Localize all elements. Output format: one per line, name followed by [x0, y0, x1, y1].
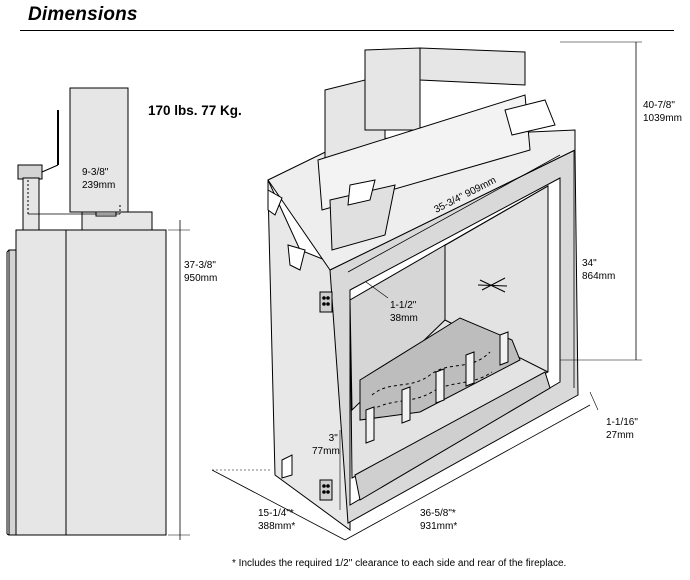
trim-side-imperial: 1-1/2"	[390, 300, 417, 311]
side-height-metric: 950mm	[184, 273, 218, 284]
flue-offset-metric: 239mm	[82, 180, 116, 191]
bottom-trim-metric: 27mm	[606, 430, 634, 441]
page-title: Dimensions	[28, 4, 138, 25]
base-trim-metric: 77mm	[312, 446, 340, 457]
opening-height-metric: 864mm	[582, 271, 616, 282]
perspective-view	[211, 41, 642, 541]
width-metric: 931mm*	[420, 521, 458, 532]
base-trim-label: 3" 77mm	[312, 432, 340, 458]
width-label: 36-5/8"* 931mm*	[420, 507, 457, 533]
overall-height-imperial: 40-7/8"	[643, 100, 675, 111]
weight-label: 170 lbs. 77 Kg.	[148, 103, 242, 118]
side-height-label: 37-3/8" 950mm	[184, 259, 217, 285]
bottom-trim-imperial: 1-1/16"	[606, 417, 638, 428]
base-trim-imperial: 3"	[328, 433, 338, 444]
opening-height-imperial: 34"	[582, 258, 597, 269]
trim-side-metric: 38mm	[390, 313, 418, 324]
bottom-trim-label: 1-1/16" 27mm	[606, 416, 638, 442]
overall-height-metric: 1039mm	[643, 113, 682, 124]
side-height-imperial: 37-3/8"	[184, 260, 216, 271]
title-rule	[20, 30, 674, 31]
depth-metric: 388mm*	[258, 521, 296, 532]
overall-height-label: 40-7/8" 1039mm	[643, 99, 682, 125]
side-view	[6, 87, 190, 540]
width-imperial: 36-5/8"*	[420, 508, 456, 519]
depth-label: 15-1/4"* 388mm*	[258, 507, 295, 533]
flue-offset-imperial: 9-3/8"	[82, 167, 109, 178]
opening-height-label: 34" 864mm	[582, 257, 615, 283]
trim-side-label: 1-1/2" 38mm	[390, 299, 418, 325]
depth-imperial: 15-1/4"*	[258, 508, 294, 519]
flue-offset-label: 9-3/8" 239mm	[82, 166, 115, 192]
footnote: * Includes the required 1/2" clearance t…	[232, 558, 567, 569]
